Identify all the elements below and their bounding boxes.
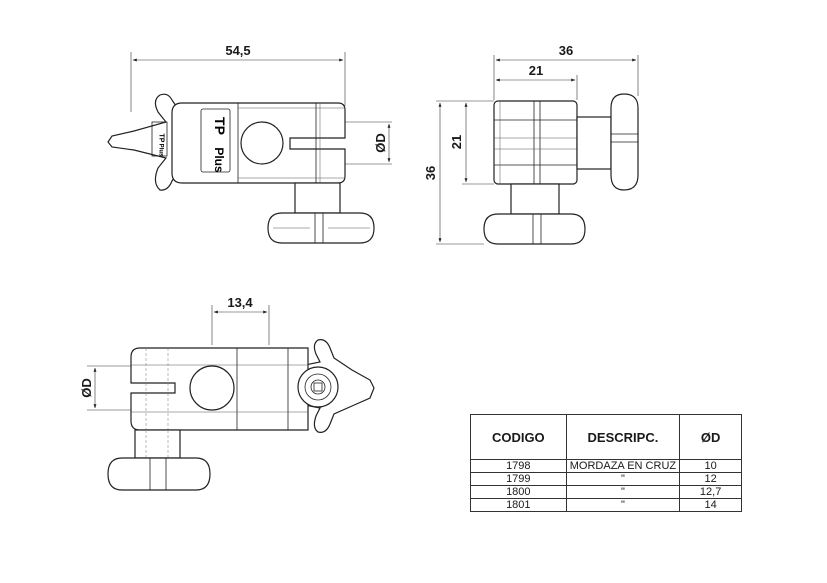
table-row: 1800 " 12,7 xyxy=(470,485,742,499)
cell-diameter: 12 xyxy=(679,472,742,486)
cell-codigo: 1799 xyxy=(470,472,567,486)
cell-descripc: " xyxy=(565,498,681,512)
dim-side-total-height-label: 36 xyxy=(423,166,438,180)
table-header-row: CODIGO DESCRIPC. ØD xyxy=(470,414,742,460)
header-diameter: ØD xyxy=(679,414,742,460)
table-row: 1798 MORDAZA EN CRUZ 10 xyxy=(470,459,742,473)
cell-diameter: 10 xyxy=(679,459,742,473)
cell-diameter: 14 xyxy=(679,498,742,512)
cell-codigo: 1798 xyxy=(470,459,567,473)
side-view: 36 21 21 xyxy=(423,43,639,245)
cell-descripc: " xyxy=(565,472,681,486)
dim-bottom-bore-offset: 13,4 xyxy=(211,295,270,345)
cell-codigo: 1801 xyxy=(470,498,567,512)
dim-side-total-width-label: 36 xyxy=(559,43,573,58)
dim-bottom-diameter-label: ØD xyxy=(79,378,94,398)
shaft-side-right xyxy=(576,116,612,170)
stem-front xyxy=(294,182,341,214)
bore-front xyxy=(240,121,284,165)
star-knob-front xyxy=(107,93,187,191)
dim-bottom-diameter: ØD xyxy=(79,365,131,411)
clamp-body-side xyxy=(493,100,578,185)
cell-descripc: " xyxy=(565,485,681,499)
svg-text:TP: TP xyxy=(212,117,228,135)
svg-text:Plus: Plus xyxy=(158,144,164,157)
bore-bottom xyxy=(189,365,235,411)
cell-descripc: MORDAZA EN CRUZ xyxy=(565,459,681,473)
dim-bottom-bore-offset-label: 13,4 xyxy=(227,295,253,310)
dim-side-body-width: 21 xyxy=(495,63,578,100)
table-row: 1801 " 14 xyxy=(470,498,742,512)
svg-text:Plus: Plus xyxy=(212,147,226,173)
stem-bottom xyxy=(134,429,181,459)
wing-knob-front xyxy=(267,212,375,244)
header-descripc: DESCRIPC. xyxy=(565,414,681,460)
wing-knob-bottom xyxy=(107,457,211,491)
dim-side-body-height: 21 xyxy=(449,100,494,185)
dim-side-body-height-label: 21 xyxy=(449,135,464,149)
cell-diameter: 12,7 xyxy=(679,485,742,499)
screw-head xyxy=(297,366,339,408)
bottom-view: 13,4 ØD xyxy=(79,295,375,491)
cell-codigo: 1800 xyxy=(470,485,567,499)
dim-front-diameter-label: ØD xyxy=(373,133,388,153)
dim-side-body-width-label: 21 xyxy=(529,63,543,78)
front-view: 54,5 TP Plus TP Plus xyxy=(107,43,392,244)
dim-side-total-width: 36 xyxy=(493,43,639,100)
spec-table: CODIGO DESCRIPC. ØD 1798 MORDAZA EN CRUZ… xyxy=(470,414,742,512)
tp-logo: TP Plus TP Plus xyxy=(158,117,229,173)
header-codigo: CODIGO xyxy=(470,414,567,460)
dim-front-width-label: 54,5 xyxy=(225,43,250,58)
wing-knob-side-bottom xyxy=(483,213,586,245)
dim-front-diameter: ØD xyxy=(345,121,392,165)
dim-side-total-height: 36 xyxy=(423,100,484,245)
dim-front-width: 54,5 xyxy=(130,43,346,112)
svg-text:TP: TP xyxy=(158,134,165,143)
stem-side xyxy=(510,183,560,215)
table-row: 1799 " 12 xyxy=(470,472,742,486)
